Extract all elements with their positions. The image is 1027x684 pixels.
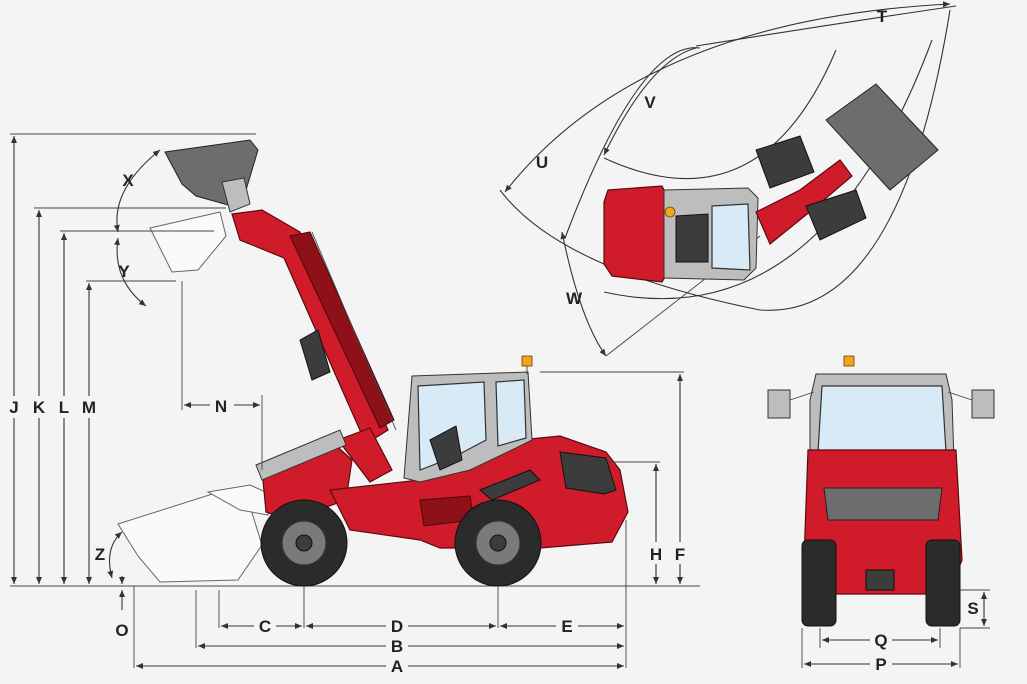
label-p: P xyxy=(875,655,886,674)
rear-tyre-right xyxy=(925,539,961,627)
top-view: T U V W xyxy=(499,1,957,357)
label-b: B xyxy=(391,637,403,656)
label-y: Y xyxy=(118,262,130,281)
beacon-light xyxy=(521,355,533,367)
label-e: E xyxy=(561,617,572,636)
cab xyxy=(403,355,533,483)
label-n: N xyxy=(215,397,227,416)
arc-x xyxy=(113,149,161,233)
bucket-ghost-mid xyxy=(149,211,227,273)
side-view: J K L M X Y Z N O F H C D E B A xyxy=(4,133,700,676)
label-x: X xyxy=(122,171,134,190)
label-h: H xyxy=(650,545,662,564)
label-s: S xyxy=(967,599,978,618)
front-wheel xyxy=(260,499,348,587)
top-bucket xyxy=(825,83,939,191)
label-t: T xyxy=(877,7,888,26)
label-q: Q xyxy=(874,631,887,650)
arc-w xyxy=(560,231,607,357)
label-a: A xyxy=(391,657,403,676)
arc-v-line xyxy=(603,47,697,156)
top-beacon xyxy=(664,206,676,218)
rear-tyre-left xyxy=(801,539,837,627)
label-l: L xyxy=(59,398,69,417)
rear-wheel xyxy=(454,499,542,587)
arc-v xyxy=(603,49,837,179)
label-j: J xyxy=(9,398,18,417)
arc-t-line xyxy=(504,1,951,193)
label-f: F xyxy=(675,545,685,564)
label-o: O xyxy=(115,621,128,640)
hitch xyxy=(865,569,895,591)
label-w: W xyxy=(566,289,583,308)
rear-view: S Q P xyxy=(767,355,995,674)
label-u: U xyxy=(536,153,548,172)
hood-front xyxy=(255,429,347,481)
label-d: D xyxy=(391,617,403,636)
mirror-right xyxy=(971,389,995,419)
loader-body xyxy=(329,435,629,549)
rear-beacon xyxy=(843,355,855,367)
top-body xyxy=(603,83,939,283)
label-z: Z xyxy=(95,545,105,564)
label-v: V xyxy=(644,93,656,112)
label-c: C xyxy=(259,617,271,636)
mirror-left xyxy=(767,389,791,419)
arc-z xyxy=(107,531,123,579)
telescopic-arm xyxy=(231,209,397,483)
label-k: K xyxy=(33,398,46,417)
label-m: M xyxy=(82,398,96,417)
arc-y xyxy=(114,237,147,307)
raised-bucket xyxy=(164,139,259,213)
